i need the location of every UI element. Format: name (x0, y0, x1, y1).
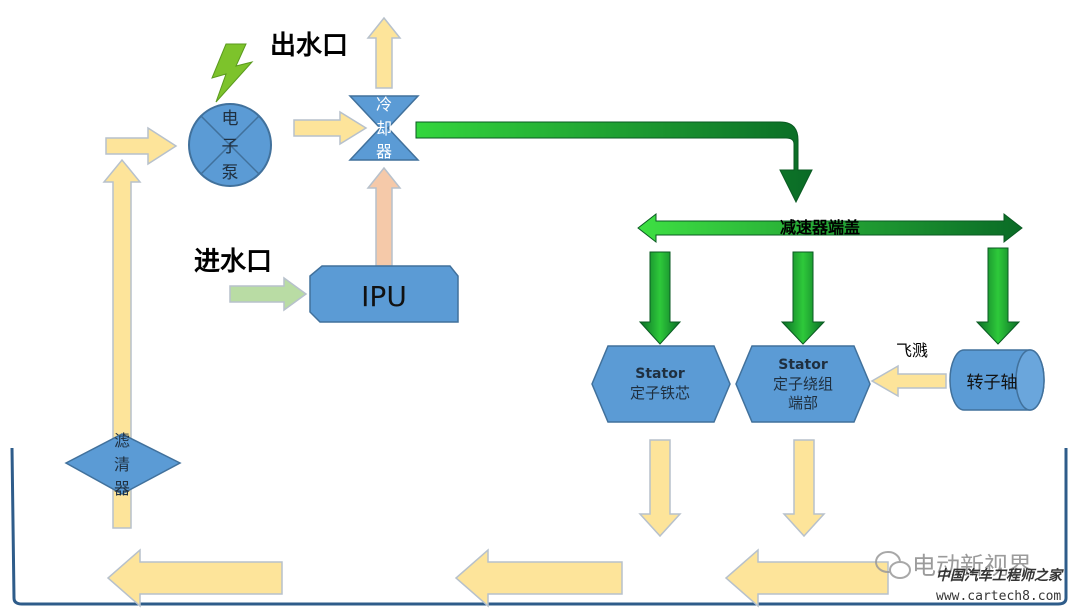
reducer-cover-bar (637, 212, 1023, 244)
return-arrow-1 (106, 548, 283, 608)
pump-char-1: 电 (222, 109, 239, 129)
stator-winding-end: Stator 定子绕组 端部 (735, 345, 871, 423)
pump-char-2: 子 (222, 137, 239, 157)
wechat-icon (875, 551, 911, 579)
ipu-module: IPU (309, 265, 459, 323)
cooler: 冷 却 器 (348, 95, 420, 161)
cooler-char-3: 器 (376, 142, 392, 161)
ipu-to-cooler-arrow (366, 166, 402, 267)
lightning-icon (211, 43, 254, 103)
watermark-site: 中国汽车工程师之家 (936, 567, 1064, 584)
stator-winding-zh2: 端部 (788, 394, 818, 412)
reducer-cover-label: 减速器端盖 (780, 218, 860, 237)
pump-char-3: 泵 (222, 163, 239, 183)
outlet-up-arrow (366, 16, 402, 89)
electric-pump: 电 子 泵 (188, 103, 272, 187)
oil-sump-outline (10, 447, 1068, 606)
return-arrow-3 (724, 548, 889, 608)
ipu-label: IPU (361, 280, 407, 313)
stator-core-en: Stator (635, 366, 685, 382)
cooler-to-reducer-arrow (415, 121, 813, 204)
down-arrow-rotor-shaft (975, 247, 1021, 345)
down-arrow-stator-winding (780, 251, 826, 345)
cooler-char-2: 却 (376, 119, 392, 138)
rotor-shaft: 转子轴 (949, 349, 1045, 411)
inlet-arrow (229, 276, 308, 312)
drip-arrow-stator-winding (782, 439, 826, 538)
watermark-url: www.cartech8.com (936, 589, 1061, 604)
stator-winding-zh1: 定子绕组 (773, 375, 833, 393)
stator-core-zh: 定子铁芯 (630, 384, 690, 402)
pump-to-cooler-arrow (293, 110, 368, 146)
filter: 滤 清 器 (64, 431, 182, 498)
filter-char-1: 滤 (114, 431, 130, 450)
stator-winding-en: Stator (778, 357, 828, 373)
return-arrow-2 (454, 548, 623, 608)
drip-arrow-stator-core (638, 439, 682, 538)
filter-char-3: 器 (114, 479, 130, 498)
stator-core: Stator 定子铁芯 (591, 345, 731, 423)
cooler-char-1: 冷 (376, 95, 392, 114)
inlet-label: 进水口 (194, 247, 272, 277)
down-arrow-stator-core (638, 251, 682, 345)
splash-arrow (870, 364, 947, 398)
pump-inlet-arrow (105, 126, 178, 166)
filter-char-2: 清 (114, 455, 130, 474)
watermark: 电动新视界 中国汽车工程师之家 www.cartech8.com (875, 551, 1064, 604)
outlet-label: 出水口 (270, 31, 348, 61)
rotor-shaft-label: 转子轴 (967, 373, 1018, 393)
splash-label: 飞溅 (896, 341, 928, 360)
watermark-brand: 电动新视界 (912, 552, 1032, 580)
